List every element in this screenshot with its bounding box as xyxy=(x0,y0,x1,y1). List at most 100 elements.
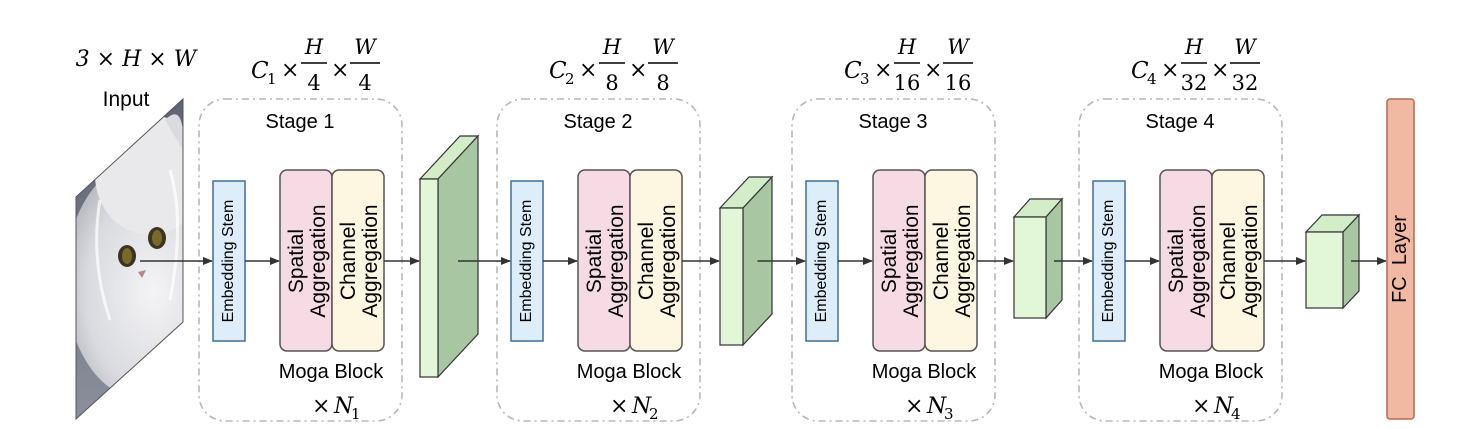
channel-aggregation-label: ChannelAggregation xyxy=(930,204,975,317)
repeat-sub: 4 xyxy=(1231,405,1241,423)
dim-h-den: 16 xyxy=(894,71,921,95)
dim-times: × xyxy=(874,58,892,83)
embedding-stem-box xyxy=(805,180,839,342)
repeat-sub: 1 xyxy=(351,405,361,423)
feature-map-cube xyxy=(418,134,480,379)
stage-dims-label: C1×H4×W4 xyxy=(251,35,380,95)
input-cat-image xyxy=(75,97,184,421)
dim-times: × xyxy=(579,58,597,83)
embedding-stem-label: Embedding Stem xyxy=(813,200,830,323)
dim-c: C xyxy=(1131,58,1149,84)
repeat-var: N xyxy=(631,394,652,419)
repeat-label: ×N1 xyxy=(312,394,361,423)
moga-block-label: Moga Block xyxy=(1159,361,1264,383)
stage-title: Stage 4 xyxy=(1146,111,1215,133)
repeat-label: ×N3 xyxy=(905,394,954,423)
cube-front-face xyxy=(419,178,439,378)
cube-side-face xyxy=(437,134,479,379)
dim-h: H xyxy=(897,35,917,59)
spatial-aggregation-label: SpatialAggregation xyxy=(285,204,330,317)
channel-aggregation-label: ChannelAggregation xyxy=(635,204,680,317)
cube-front-face xyxy=(719,207,744,346)
fc-layer-box xyxy=(1386,98,1415,420)
repeat-times: × xyxy=(312,394,330,419)
channel-aggregation-label: ChannelAggregation xyxy=(337,204,382,317)
dim-times: × xyxy=(924,58,942,83)
repeat-var: N xyxy=(1213,394,1234,419)
dim-times: × xyxy=(1161,58,1179,83)
cube-front-face xyxy=(1305,231,1344,309)
repeat-var: N xyxy=(926,394,947,419)
dim-times: × xyxy=(1211,58,1229,83)
dim-c-sub: 3 xyxy=(860,70,870,88)
dim-w: W xyxy=(947,35,971,59)
cube-front-face xyxy=(1013,216,1047,319)
embedding-stem-label: Embedding Stem xyxy=(1100,200,1117,323)
feature-map-cube xyxy=(1012,197,1064,320)
stage-title: Stage 2 xyxy=(564,111,633,133)
moga-block-label: Moga Block xyxy=(577,361,682,383)
dim-w: W xyxy=(354,35,378,59)
dim-w-den: 8 xyxy=(656,71,669,95)
repeat-times: × xyxy=(905,394,923,419)
input-label: Input xyxy=(103,88,150,111)
stage-dims-label: C4×H32×W32 xyxy=(1131,35,1260,95)
dim-w-den: 4 xyxy=(358,71,371,95)
dim-w-den: 32 xyxy=(1232,71,1259,95)
fc-layer: FC Layer xyxy=(1386,98,1415,420)
dim-h: H xyxy=(304,35,324,59)
embedding-stem-label: Embedding Stem xyxy=(220,200,237,323)
repeat-var: N xyxy=(333,394,354,419)
dim-c: C xyxy=(844,58,862,84)
dim-times: × xyxy=(281,58,299,83)
dim-c-sub: 4 xyxy=(1147,70,1157,88)
dim-w: W xyxy=(652,35,676,59)
moga-block-label: Moga Block xyxy=(279,361,384,383)
spatial-aggregation-label: SpatialAggregation xyxy=(878,204,923,317)
dim-h: H xyxy=(602,35,622,59)
stage-title: Stage 1 xyxy=(266,111,335,133)
moga-block-label: Moga Block xyxy=(872,361,977,383)
repeat-times: × xyxy=(610,394,628,419)
embedding-stem-label: Embedding Stem xyxy=(518,200,535,323)
dim-times: × xyxy=(331,58,349,83)
spatial-aggregation-label: SpatialAggregation xyxy=(583,204,628,317)
dim-w-den: 16 xyxy=(945,71,972,95)
dim-c-sub: 1 xyxy=(267,70,277,88)
stage-container xyxy=(791,98,996,422)
dim-h-den: 4 xyxy=(307,71,320,95)
input-group: 3 × H × W Input xyxy=(75,47,199,421)
cube-side-face xyxy=(1045,197,1063,320)
spatial-aggregation-label: SpatialAggregation xyxy=(1165,204,1210,317)
dim-h-den: 8 xyxy=(605,71,618,95)
fc-layer-label: FC Layer xyxy=(1389,215,1411,303)
stage-title: Stage 3 xyxy=(859,111,928,133)
stage-container xyxy=(198,98,403,422)
repeat-sub: 2 xyxy=(649,405,659,423)
dim-c-sub: 2 xyxy=(565,70,575,88)
channel-aggregation-label: ChannelAggregation xyxy=(1217,204,1262,317)
dim-h-den: 32 xyxy=(1181,71,1208,95)
input-dims: 3 × H × W xyxy=(76,47,199,72)
dim-times: × xyxy=(629,58,647,83)
feature-map-cube xyxy=(1304,213,1361,310)
embedding-stem-box xyxy=(212,180,246,342)
repeat-times: × xyxy=(1192,394,1210,419)
dim-c: C xyxy=(251,58,269,84)
embedding-stem-box xyxy=(1092,180,1126,342)
stage-container xyxy=(1078,98,1283,422)
stage-dims-label: C3×H16×W16 xyxy=(844,35,973,95)
stage-container xyxy=(496,98,701,422)
dim-w: W xyxy=(1234,35,1258,59)
dim-c: C xyxy=(549,58,567,84)
repeat-label: ×N2 xyxy=(610,394,659,423)
dim-h: H xyxy=(1184,35,1204,59)
feature-map-cube xyxy=(718,175,774,347)
stage-dims-label: C2×H8×W8 xyxy=(549,35,678,95)
repeat-sub: 3 xyxy=(944,405,954,423)
